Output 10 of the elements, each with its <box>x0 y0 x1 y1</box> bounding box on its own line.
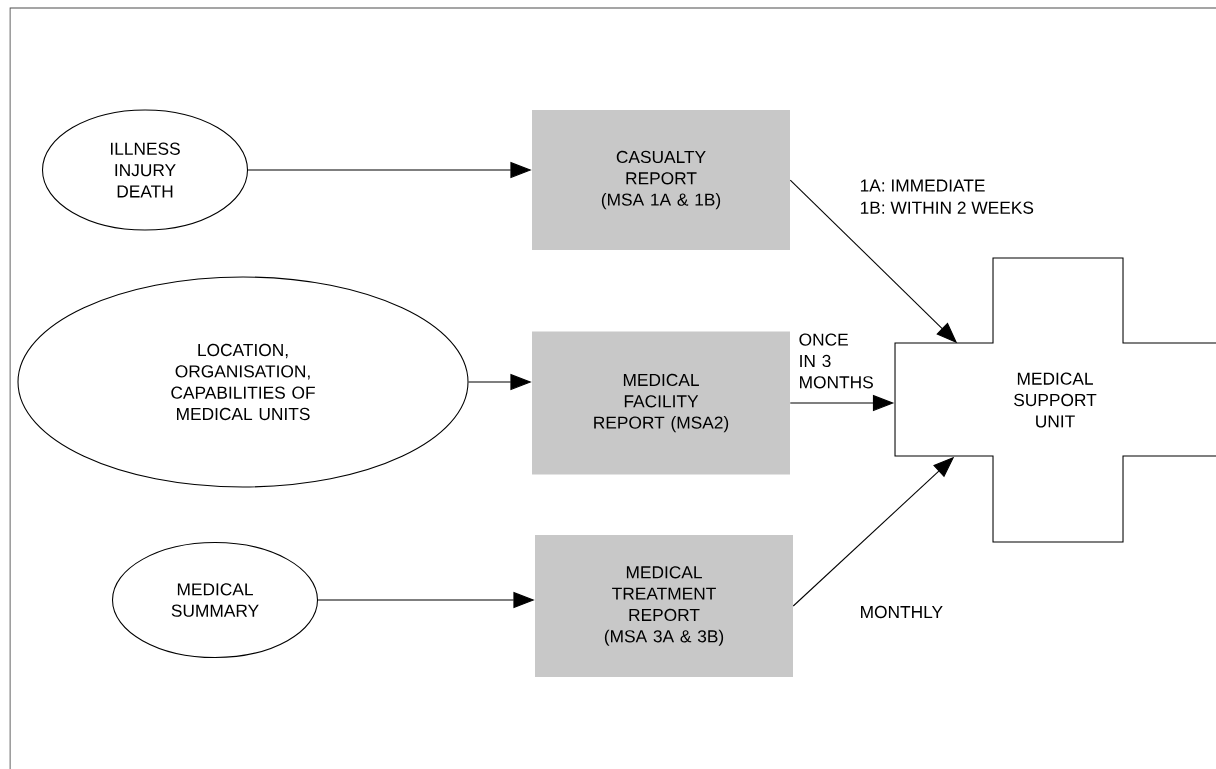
edge-label: ONCE IN 3 MONTHS <box>797 332 873 390</box>
report-box: MEDICAL TREATMENT REPORT (MSA 3A & 3B) <box>535 535 793 677</box>
edge-label: 1A: IMMEDIATE <box>858 178 987 193</box>
report-box: MEDICAL FACILITY REPORT (MSA2) <box>532 331 790 475</box>
report-box: CASUALTY REPORT (MSA 1A & 1B) <box>532 110 790 250</box>
ellipse-node: MEDICAL SUMMARY <box>111 541 319 659</box>
ellipse-node: ILLNESS INJURY DEATH <box>41 109 249 231</box>
ellipse-node: LOCATION, ORGANISATION, CAPABILITIES OF MEDICAL UNITS <box>17 276 469 488</box>
note-text: 1B: WITHIN 2 WEEKS <box>860 201 1034 214</box>
edge-label: MONTHLY <box>858 604 945 620</box>
